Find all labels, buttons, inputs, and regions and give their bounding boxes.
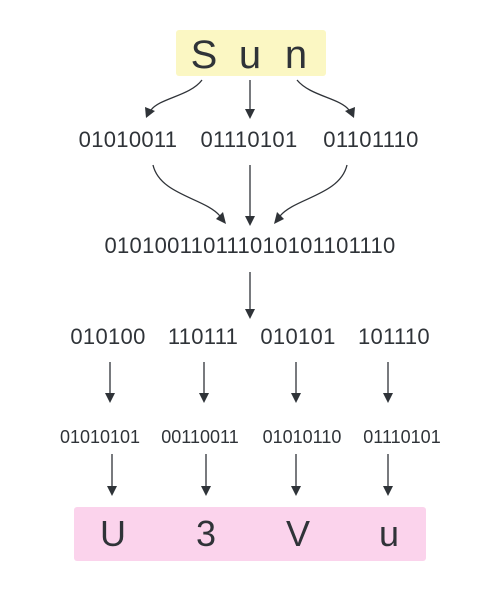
binary-8bit-n: 01101110 (323, 127, 419, 152)
group-6bit-4: 101110 (358, 324, 430, 349)
output-box (74, 507, 426, 561)
group-6bit-1: 010100 (70, 324, 146, 349)
arrow-group4-to-padded (383, 362, 393, 403)
padded-8bit-2: 00110011 (161, 427, 239, 447)
output-char-u: U (100, 513, 126, 554)
group-6bit-3: 010101 (260, 324, 336, 349)
arrow-u-to-binary (245, 80, 255, 119)
arrow-padded3-to-output (291, 454, 301, 496)
input-char-u: u (238, 33, 262, 77)
arrow-concat-to-groups (245, 272, 255, 319)
arrow-padded1-to-output (107, 454, 117, 496)
input-char-n: n (284, 33, 308, 77)
arrow-group3-to-padded (291, 362, 301, 403)
binary-8bit-s: 01010011 (78, 127, 178, 152)
arrow-n-to-binary (296, 79, 355, 118)
output-char-u-lower: u (378, 513, 400, 554)
arrow-binary-u-to-concat (245, 165, 255, 226)
arrow-binary-n-to-concat (274, 164, 348, 224)
arrow-padded2-to-output (201, 454, 211, 496)
binary-8bit-u: 01110101 (200, 127, 298, 152)
padded-8bit-3: 01010110 (262, 427, 342, 447)
concatenated-bits: 010100110111010101101110 (104, 233, 396, 258)
arrow-binary-s-to-concat (152, 164, 226, 224)
input-char-s: S (190, 33, 218, 77)
group-6bit-2: 110111 (167, 324, 239, 349)
arrow-s-to-binary (145, 79, 203, 118)
input-box (176, 30, 326, 76)
output-char-v: V (285, 513, 311, 554)
output-char-3: 3 (195, 513, 217, 554)
padded-8bit-4: 01110101 (363, 427, 441, 447)
padded-8bit-1: 01010101 (59, 427, 141, 447)
arrow-group2-to-padded (199, 362, 209, 403)
arrow-group1-to-padded (105, 362, 115, 403)
arrow-padded4-to-output (383, 454, 393, 496)
